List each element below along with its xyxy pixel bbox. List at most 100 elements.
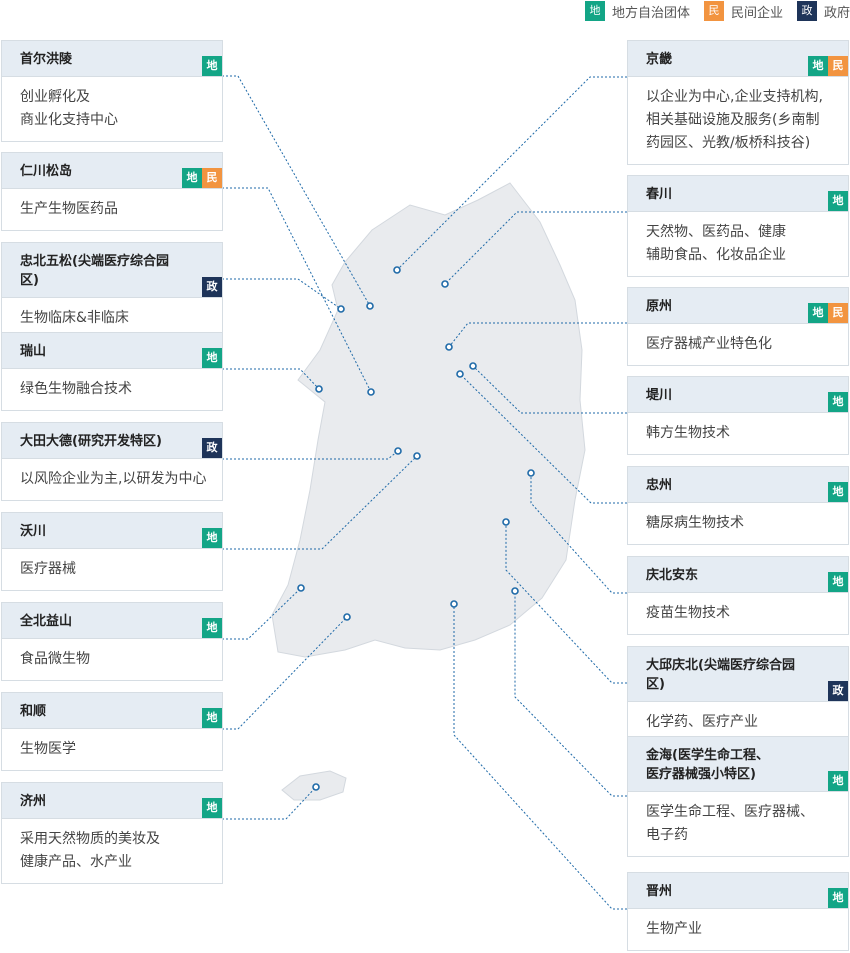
region-title: 瑞山地 (2, 333, 222, 369)
marker-osong (337, 305, 345, 313)
region-title: 沃川地 (2, 513, 222, 549)
region-box-hwasun: 和顺地生物医学 (1, 692, 223, 771)
region-description: 医学生命工程、医疗器械、电子药 (628, 792, 848, 856)
badge-gov: 政 (202, 277, 222, 297)
region-title-line: 堤川 (646, 388, 673, 403)
region-title: 堤川 地 (628, 377, 848, 413)
region-title-line: 首尔洪陵 (20, 52, 73, 67)
connector-incheon (222, 187, 372, 393)
marker-gyeonggi (393, 266, 401, 274)
connector-lines (222, 75, 627, 910)
region-box-gimhae: 金海(医学生命工程、医疗器械强小特区)地医学生命工程、医疗器械、电子药 (627, 736, 849, 857)
region-badges: 地民 (182, 168, 222, 188)
region-description-line: 韩方生物技术 (646, 425, 730, 441)
region-box-seosan: 瑞山地绿色生物融合技术 (1, 332, 223, 411)
region-title-line: 大田大德(研究开发特区) (20, 434, 162, 449)
marker-gimhae (511, 587, 519, 595)
marker-incheon (367, 388, 375, 396)
region-box-daegu: 大邱庆北(尖端医疗综合园区)政化学药、医疗产业 (627, 646, 849, 744)
region-badges: 地 (202, 798, 222, 818)
badge-local: 地 (202, 798, 222, 818)
region-title-line: 京畿 (646, 52, 673, 67)
region-description: 绿色生物融合技术 (2, 369, 222, 410)
region-title-line: 全北益山 (20, 614, 73, 629)
region-title: 济州地 (2, 783, 222, 819)
legend-badge-gov: 政 (796, 1, 817, 21)
connector-iksan (222, 587, 302, 640)
legend-badge-private: 民 (703, 1, 724, 21)
region-description-line: 生产生物医药品 (20, 201, 118, 217)
connector-gimhae (514, 591, 627, 797)
region-description-line: 药园区、光教/板桥科技谷) (646, 135, 811, 151)
marker-hwasun (343, 613, 351, 621)
region-title-line: 金海(医学生命工程、 (646, 748, 769, 763)
badge-local: 地 (828, 771, 848, 791)
badge-private: 民 (828, 303, 848, 323)
region-title: 京畿地民 (628, 41, 848, 77)
connector-gyeonggi (396, 76, 627, 271)
region-title-line: 沃川 (20, 524, 47, 539)
region-box-okcheon: 沃川地医疗器械 (1, 512, 223, 591)
region-description-line: 电子药 (646, 827, 688, 843)
connector-jinju (453, 604, 627, 910)
region-title: 庆北安东地 (628, 557, 848, 593)
badge-local: 地 (182, 168, 202, 188)
region-box-wonju: 原州地民医疗器械产业特色化 (627, 287, 849, 366)
region-box-daejeon: 大田大德(研究开发特区) 政以风险企业为主,以研发为中心 (1, 422, 223, 501)
region-description: 以企业为中心,企业支持机构,相关基础设施及服务(乡南制药园区、光教/板桥科技谷) (628, 77, 848, 164)
region-badges: 政 (202, 438, 222, 458)
connector-jecheon (472, 365, 627, 414)
region-box-gyeonggi: 京畿地民以企业为中心,企业支持机构,相关基础设施及服务(乡南制药园区、光教/板桥… (627, 40, 849, 165)
region-description-line: 天然物、医药品、健康 (646, 224, 786, 240)
region-title: 大田大德(研究开发特区) 政 (2, 423, 222, 459)
region-box-chungju: 忠州地糖尿病生物技术 (627, 466, 849, 545)
region-title: 忠州地 (628, 467, 848, 503)
legend-label: 地方自治团体 (611, 5, 690, 21)
region-badges: 地 (828, 392, 848, 412)
region-description: 天然物、医药品、健康辅助食品、化妆品企业 (628, 212, 848, 276)
marker-seoul (366, 302, 374, 310)
region-title: 金海(医学生命工程、医疗器械强小特区)地 (628, 737, 848, 792)
badge-local: 地 (828, 888, 848, 908)
region-box-jecheon: 堤川 地韩方生物技术 (627, 376, 849, 455)
badge-private: 民 (202, 168, 222, 188)
badge-local: 地 (202, 348, 222, 368)
region-title: 首尔洪陵 地 (2, 41, 222, 77)
region-description: 化学药、医疗产业 (628, 702, 848, 743)
region-badges: 政 (202, 277, 222, 297)
connector-seosan (222, 368, 320, 390)
region-description-line: 以风险企业为主,以研发为中心 (20, 471, 207, 487)
marker-chuncheon (441, 280, 449, 288)
region-description-line: 生物临床&非临床 (20, 310, 129, 326)
marker-jeju (312, 783, 320, 791)
region-title: 忠北五松(尖端医疗综合园区) 政 (2, 243, 222, 298)
marker-okcheon (413, 452, 421, 460)
region-badges: 地 (202, 56, 222, 76)
region-box-chuncheon: 春川地天然物、医药品、健康辅助食品、化妆品企业 (627, 175, 849, 277)
badge-local: 地 (808, 303, 828, 323)
region-description-line: 化学药、医疗产业 (646, 714, 758, 730)
region-badges: 地 (828, 771, 848, 791)
region-badges: 政 (828, 681, 848, 701)
region-description-line: 医学生命工程、医疗器械、 (646, 804, 814, 820)
region-title: 晋州地 (628, 873, 848, 909)
region-description-line: 创业孵化及 (20, 89, 90, 105)
region-description-line: 辅助食品、化妆品企业 (646, 247, 786, 263)
region-description: 医疗器械 (2, 549, 222, 590)
marker-chungju (456, 370, 464, 378)
legend-item-private: 民民间企业 (703, 1, 783, 21)
region-description-line: 生物产业 (646, 921, 702, 937)
badge-local: 地 (828, 572, 848, 592)
legend-item-local: 地地方自治团体 (584, 1, 690, 21)
region-description: 医疗器械产业特色化 (628, 324, 848, 365)
region-description-line: 健康产品、水产业 (20, 854, 132, 870)
connector-okcheon (222, 455, 418, 550)
region-description-line: 医疗器械产业特色化 (646, 336, 772, 352)
region-title-line: 忠北五松(尖端医疗综合园区) (20, 254, 169, 288)
connector-chungju (459, 373, 627, 504)
region-description-line: 医疗器械 (20, 561, 76, 577)
region-description-line: 采用天然物质的美妆及 (20, 831, 160, 847)
legend-label: 民间企业 (730, 5, 783, 21)
